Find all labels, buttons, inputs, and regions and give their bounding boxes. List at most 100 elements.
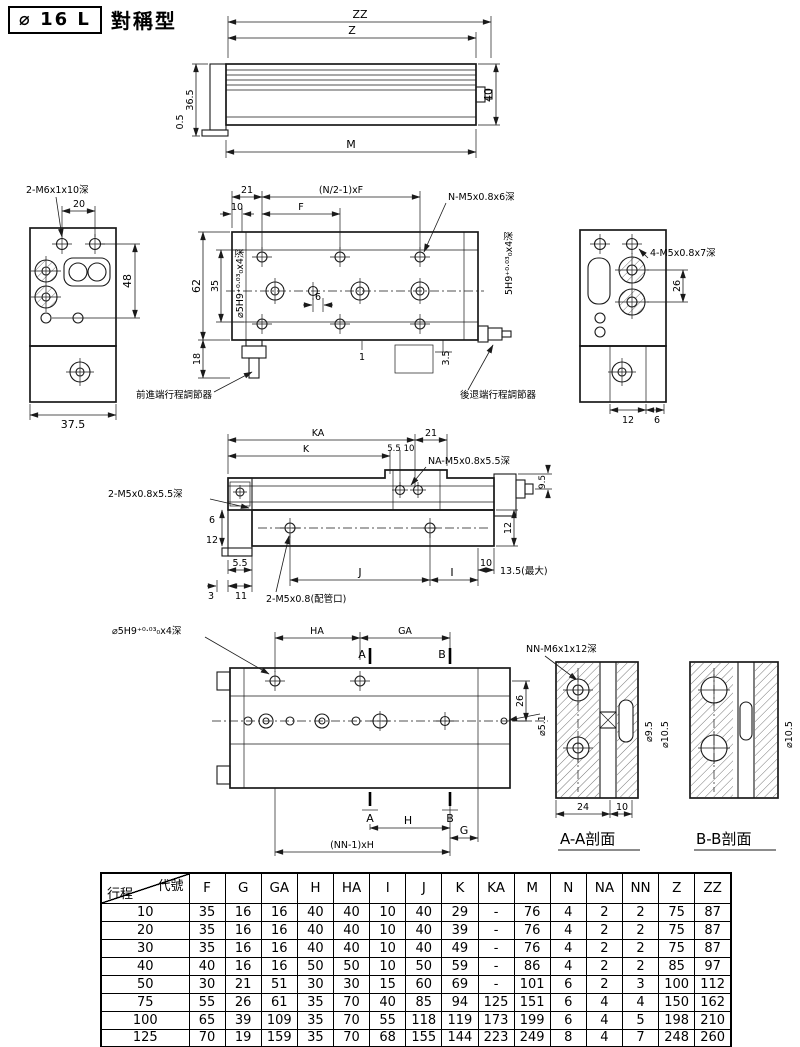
thread-na-label: NA-M5x0.8x5.5深	[428, 456, 511, 467]
col-header-f: F	[188, 872, 226, 904]
col-header-zz: ZZ	[694, 872, 732, 904]
hole-5h9-right-label: 5H9⁺⁰·⁰³₀x4深	[504, 231, 515, 295]
dim-value: 4	[549, 956, 587, 976]
col-header-ga: GA	[260, 872, 298, 904]
dim-value: 40	[332, 902, 371, 922]
dim-value: 87	[694, 920, 732, 940]
dim-5-1: ⌀5.1	[537, 715, 548, 736]
section-a-bottom-label: A	[366, 812, 374, 825]
dim-m: M	[346, 138, 356, 151]
dim-value: 210	[694, 1010, 732, 1030]
dim-value: 2	[585, 974, 624, 994]
dim-value: 2	[621, 956, 660, 976]
dim-value: -	[477, 974, 515, 994]
dim-value: 144	[441, 1028, 479, 1047]
dim-value: 75	[658, 902, 696, 922]
dim-3-5: 3.5	[441, 350, 452, 365]
dim-value: 40	[405, 902, 443, 922]
dim-value: 60	[405, 974, 443, 994]
dim-value: 76	[513, 902, 551, 922]
dim-value: 85	[658, 956, 696, 976]
dim-26: 26	[672, 280, 683, 292]
dim-value: 76	[513, 920, 551, 940]
plan-view: 21 (N/2-1)xF 10 F N-M5x0.8x6深 62 35 ⌀5H9…	[136, 185, 537, 401]
dim-value: 4	[585, 1028, 624, 1047]
section-a-top-label: A	[358, 648, 366, 661]
dim-value: 4	[549, 902, 587, 922]
dim-ha: HA	[310, 626, 324, 637]
dim-value: 125	[477, 992, 515, 1012]
dim-z: Z	[348, 24, 356, 37]
dim-value: 2	[585, 956, 624, 976]
dim-value: 94	[441, 992, 479, 1012]
bore-size-label: ⌀ 16 L	[8, 5, 102, 34]
dim-i: I	[450, 566, 453, 579]
dim-value: 162	[694, 992, 732, 1012]
stroke-value: 125	[100, 1028, 190, 1047]
dim-value: 5	[621, 1010, 660, 1030]
dim-value: -	[477, 956, 515, 976]
dim-value: 39	[441, 920, 479, 940]
thread-4m5-label: 4-M5x0.8x7深	[650, 248, 716, 259]
type-label: 對稱型	[110, 9, 177, 33]
front-adjuster-label: 前進端行程調節器	[136, 389, 213, 401]
dim-value: 55	[188, 992, 226, 1012]
dim-value: 59	[441, 956, 479, 976]
dim-value: 100	[658, 974, 696, 994]
dim-20: 20	[73, 199, 85, 210]
dim-value: 16	[224, 920, 262, 940]
dim-dia-9-5: ⌀9.5	[644, 721, 655, 742]
col-header-g: G	[224, 872, 262, 904]
dim-36-5: 36.5	[185, 89, 196, 110]
dim-value: 2	[621, 938, 660, 958]
front-view: KA 21 K 5.5 10 NA-M5x0.8x5.5深 9.5 2-M5x	[108, 428, 552, 605]
dim-value: 119	[441, 1010, 479, 1030]
col-header-z: Z	[658, 872, 696, 904]
dim-value: 2	[585, 938, 624, 958]
dim-h: H	[404, 814, 412, 827]
dim-value: -	[477, 902, 515, 922]
dim-value: 75	[658, 938, 696, 958]
dim-ka: KA	[312, 428, 325, 439]
col-header-h: H	[296, 872, 335, 904]
right-end-view: 4-M5x0.8x7深 26 12 6	[579, 229, 716, 426]
bottom-view: ⌀5H9⁺⁰·⁰³₀x4深 HA GA A B	[112, 626, 597, 856]
dim-value: 70	[332, 1010, 371, 1030]
dim-value: 40	[369, 992, 407, 1012]
dim-62: 62	[190, 279, 203, 293]
dim-value: 40	[332, 938, 371, 958]
dim-48: 48	[121, 274, 134, 288]
pipe-port-label: 2-M5x0.8(配管口)	[266, 593, 346, 605]
dim-value: 4	[549, 920, 587, 940]
dim-value: -	[477, 938, 515, 958]
dim-value: 35	[296, 992, 335, 1012]
dim-value: 155	[405, 1028, 443, 1047]
dim-40: 40	[482, 88, 495, 102]
dim-value: 39	[224, 1010, 262, 1030]
dim-value: 6	[549, 992, 587, 1012]
dim-value: 55	[369, 1010, 407, 1030]
dim-value: 16	[224, 956, 262, 976]
dim-value: 87	[694, 902, 732, 922]
col-header-na: NA	[585, 872, 624, 904]
dim-zz: ZZ	[352, 8, 368, 21]
dim-dia-10-5: ⌀10.5	[660, 721, 671, 748]
dim-5-5-top: 5.5	[387, 444, 401, 454]
section-aa-caption: A-A剖面	[560, 830, 615, 848]
left-end-view: 2-M6x1x10深 20 48	[26, 185, 140, 431]
dim-dia-10-5: ⌀10.5	[784, 721, 795, 748]
dim-value: 173	[477, 1010, 515, 1030]
dim-j: J	[357, 566, 361, 579]
dim-12-right: 12	[503, 522, 514, 534]
dim-value: 65	[188, 1010, 226, 1030]
dim-value: 69	[441, 974, 479, 994]
dim-18: 18	[192, 353, 203, 365]
dim-value: 151	[513, 992, 551, 1012]
